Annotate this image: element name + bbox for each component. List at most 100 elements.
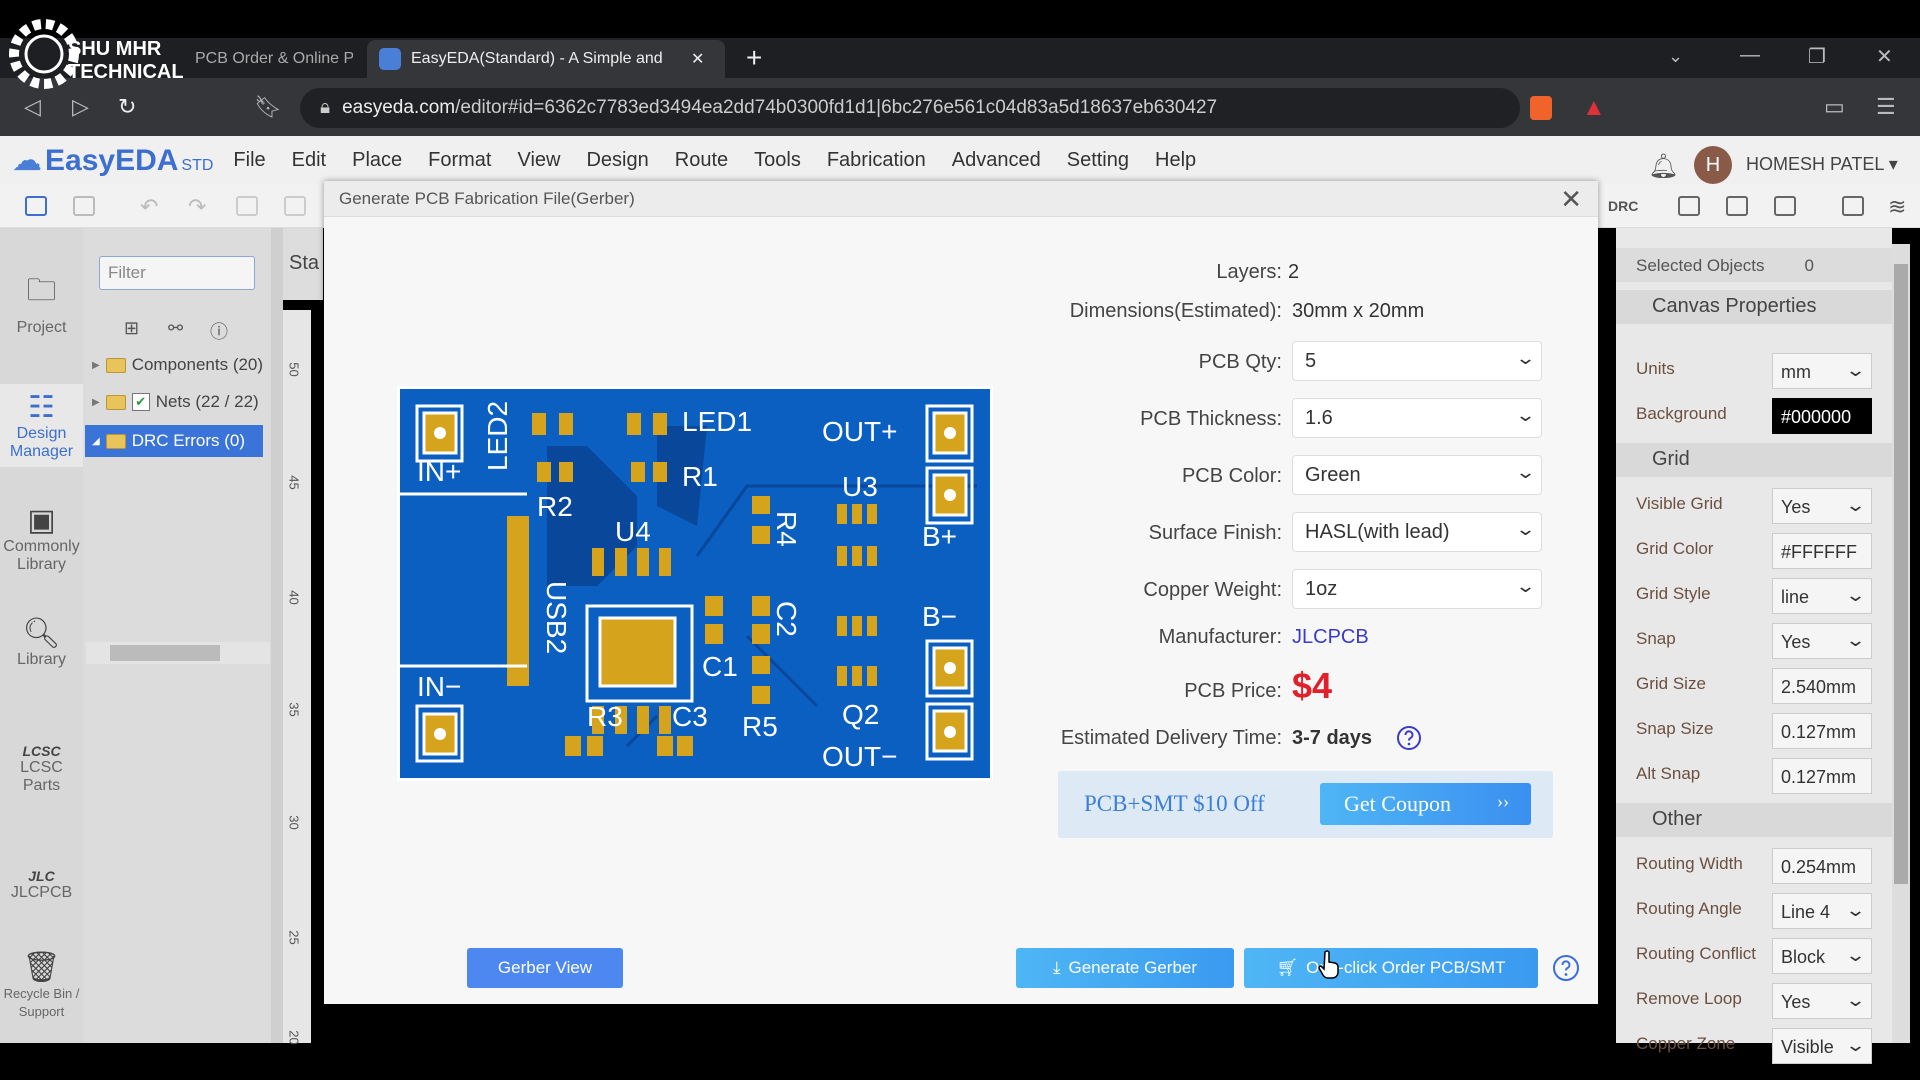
layers-icon[interactable]: ≋ bbox=[1888, 194, 1907, 219]
tree-item-drc-errors[interactable]: ◢DRC Errors (0) bbox=[85, 425, 263, 457]
chevron-down-icon: ⌄ bbox=[1844, 990, 1867, 1010]
nets-filter-icon[interactable]: ⚯ bbox=[168, 318, 184, 338]
menu-route[interactable]: Route bbox=[674, 148, 729, 171]
prop-input-grid-size[interactable]: 2.540mm bbox=[1772, 668, 1872, 704]
prop-select-units[interactable]: mm⌄ bbox=[1772, 353, 1872, 389]
menu-design[interactable]: Design bbox=[586, 148, 649, 171]
brave-rewards-icon[interactable]: ▲ bbox=[1582, 94, 1606, 121]
copper-weight-select[interactable]: 1oz⌄ bbox=[1292, 569, 1542, 609]
filter-input[interactable]: Filter bbox=[99, 256, 255, 290]
generate-gerber-button[interactable]: ⤓Generate Gerber bbox=[1016, 948, 1234, 988]
sidebar-item-project[interactable]: 🗀Project bbox=[0, 268, 83, 337]
gerber-view-button[interactable]: Gerber View bbox=[467, 948, 623, 988]
prop-input-alt-snap[interactable]: 0.127mm bbox=[1772, 758, 1872, 794]
3d-view-icon[interactable] bbox=[1774, 196, 1796, 216]
gerber-icon[interactable] bbox=[1726, 196, 1748, 216]
brave-shield-icon[interactable] bbox=[1530, 96, 1552, 120]
tree-item-nets[interactable]: ▶✔Nets (22 / 22) bbox=[92, 392, 259, 411]
pcb-label: IN− bbox=[417, 671, 461, 702]
prop-select-remove-loop[interactable]: Yes⌄ bbox=[1772, 983, 1872, 1019]
delivery-help-icon[interactable] bbox=[1396, 725, 1422, 751]
menu-setting[interactable]: Setting bbox=[1066, 148, 1129, 171]
panel-splitter[interactable] bbox=[271, 228, 283, 1043]
browser-tab-jlcpcb[interactable]: PCB Order & Online PCB Quote & PCB bbox=[195, 50, 353, 67]
menu-fabrication[interactable]: Fabrication bbox=[826, 148, 926, 171]
close-tab-icon[interactable]: ✕ bbox=[691, 51, 705, 68]
prop-select-grid-style[interactable]: line⌄ bbox=[1772, 578, 1872, 614]
menu-format[interactable]: Format bbox=[428, 148, 492, 171]
errors-filter-icon[interactable]: ⓘ bbox=[210, 322, 228, 342]
folder-icon: 🗀 bbox=[26, 274, 57, 307]
menu-edit[interactable]: Edit bbox=[291, 148, 327, 171]
sidebar-item-design-manager[interactable]: ☷Design Manager bbox=[0, 384, 83, 467]
sidebar-item-library[interactable]: 🔍︎Library bbox=[0, 616, 83, 669]
wallet-icon[interactable]: ▭ bbox=[1824, 94, 1845, 119]
minimize-icon[interactable]: — bbox=[1740, 44, 1760, 66]
copy-icon[interactable] bbox=[236, 196, 258, 216]
restore-icon[interactable]: ❐ bbox=[1808, 46, 1826, 68]
menu-advanced[interactable]: Advanced bbox=[951, 148, 1041, 171]
photo-view-icon[interactable] bbox=[1842, 196, 1864, 216]
avatar[interactable]: H bbox=[1694, 146, 1732, 184]
new-tab-button[interactable]: + bbox=[746, 42, 763, 73]
chevron-down-icon: ⌄ bbox=[1514, 405, 1537, 425]
tree-horizontal-scrollbar[interactable] bbox=[86, 642, 270, 664]
tree-item-components[interactable]: ▶Components (20) bbox=[92, 355, 264, 374]
pcb-label: USB2 bbox=[541, 581, 572, 654]
undo-icon[interactable]: ↶ bbox=[140, 194, 159, 219]
components-filter-icon[interactable]: ⊞ bbox=[124, 318, 140, 338]
url-bar[interactable]: 🔒︎ easyeda.com/editor#id=6362c7783ed3494… bbox=[300, 88, 1520, 128]
section-canvas-properties[interactable]: Canvas Properties bbox=[1616, 290, 1892, 324]
reload-icon[interactable]: ↻ bbox=[118, 94, 137, 119]
prop-select-copper-zone[interactable]: Visible⌄ bbox=[1772, 1028, 1872, 1064]
save-icon[interactable] bbox=[73, 196, 95, 216]
prop-select-routing-angle[interactable]: Line 4⌄ bbox=[1772, 893, 1872, 929]
dialog-close-button[interactable]: ✕ bbox=[1560, 184, 1582, 214]
sidebar-item-recycle-support[interactable]: 🗑︎Recycle Bin / Support bbox=[0, 950, 83, 1021]
close-window-icon[interactable]: ✕ bbox=[1876, 46, 1893, 68]
get-coupon-button[interactable]: Get Coupon›› bbox=[1320, 783, 1531, 825]
prop-input-routing-width[interactable]: 0.254mm bbox=[1772, 848, 1872, 884]
menu-file[interactable]: File bbox=[233, 148, 266, 171]
menu-view[interactable]: View bbox=[517, 148, 561, 171]
browser-tab-easyeda[interactable]: EasyEDA(Standard) - A Simple and ✕ bbox=[367, 40, 725, 78]
surface-finish-select[interactable]: HASL(with lead)⌄ bbox=[1292, 512, 1542, 552]
forward-icon[interactable]: ▷ bbox=[72, 94, 89, 119]
pcb-color-select[interactable]: Green⌄ bbox=[1292, 455, 1542, 495]
order-pcb-smt-button[interactable]: 🛒︎One-click Order PCB/SMT bbox=[1244, 948, 1538, 988]
bookmark-icon[interactable]: 🔖︎ bbox=[254, 94, 282, 119]
back-icon[interactable]: ◁ bbox=[24, 94, 41, 119]
menu-tools[interactable]: Tools bbox=[754, 148, 801, 171]
paste-icon[interactable] bbox=[284, 196, 306, 216]
user-menu[interactable]: HOMESH PATEL ▾ bbox=[1746, 154, 1898, 174]
browser-menu-icon[interactable]: ☰ bbox=[1876, 94, 1896, 119]
prop-input-snap-size[interactable]: 0.127mm bbox=[1772, 713, 1872, 749]
section-other[interactable]: Other bbox=[1616, 803, 1892, 837]
checkbox-checked[interactable]: ✔ bbox=[131, 393, 150, 411]
sidebar-item-commonly-library[interactable]: ▣Commonly Library bbox=[0, 503, 83, 574]
menu-help[interactable]: Help bbox=[1155, 148, 1197, 171]
manufacturer-link[interactable]: JLCPCB bbox=[1292, 626, 1369, 648]
pcb-qty-select[interactable]: 5⌄ bbox=[1292, 341, 1542, 381]
pcb-color-label: PCB Color: bbox=[1181, 465, 1282, 487]
board-icon[interactable] bbox=[1678, 196, 1700, 216]
section-grid[interactable]: Grid bbox=[1616, 443, 1892, 477]
prop-input-background[interactable]: #000000 bbox=[1772, 398, 1872, 434]
menu-place[interactable]: Place bbox=[352, 148, 403, 171]
prop-input-grid-color[interactable]: #FFFFFF bbox=[1772, 533, 1872, 569]
open-folder-icon[interactable] bbox=[25, 196, 47, 216]
canvas-tab[interactable]: Sta bbox=[283, 228, 323, 300]
bell-icon[interactable]: 🔔︎ bbox=[1648, 153, 1679, 180]
gerber-dialog: Generate PCB Fabrication File(Gerber) ✕ … bbox=[324, 181, 1598, 1004]
properties-scrollbar[interactable] bbox=[1892, 244, 1910, 1043]
pcb-thickness-select[interactable]: 1.6⌄ bbox=[1292, 398, 1542, 438]
drc-button[interactable]: DRC bbox=[1608, 198, 1639, 214]
prop-select-routing-conflict[interactable]: Block⌄ bbox=[1772, 938, 1872, 974]
redo-icon[interactable]: ↷ bbox=[188, 194, 207, 219]
tab-list-icon[interactable]: ⌄ bbox=[1668, 46, 1684, 66]
prop-select-visible-grid[interactable]: Yes⌄ bbox=[1772, 488, 1872, 524]
order-help-icon[interactable] bbox=[1552, 954, 1580, 982]
prop-select-snap[interactable]: Yes⌄ bbox=[1772, 623, 1872, 659]
